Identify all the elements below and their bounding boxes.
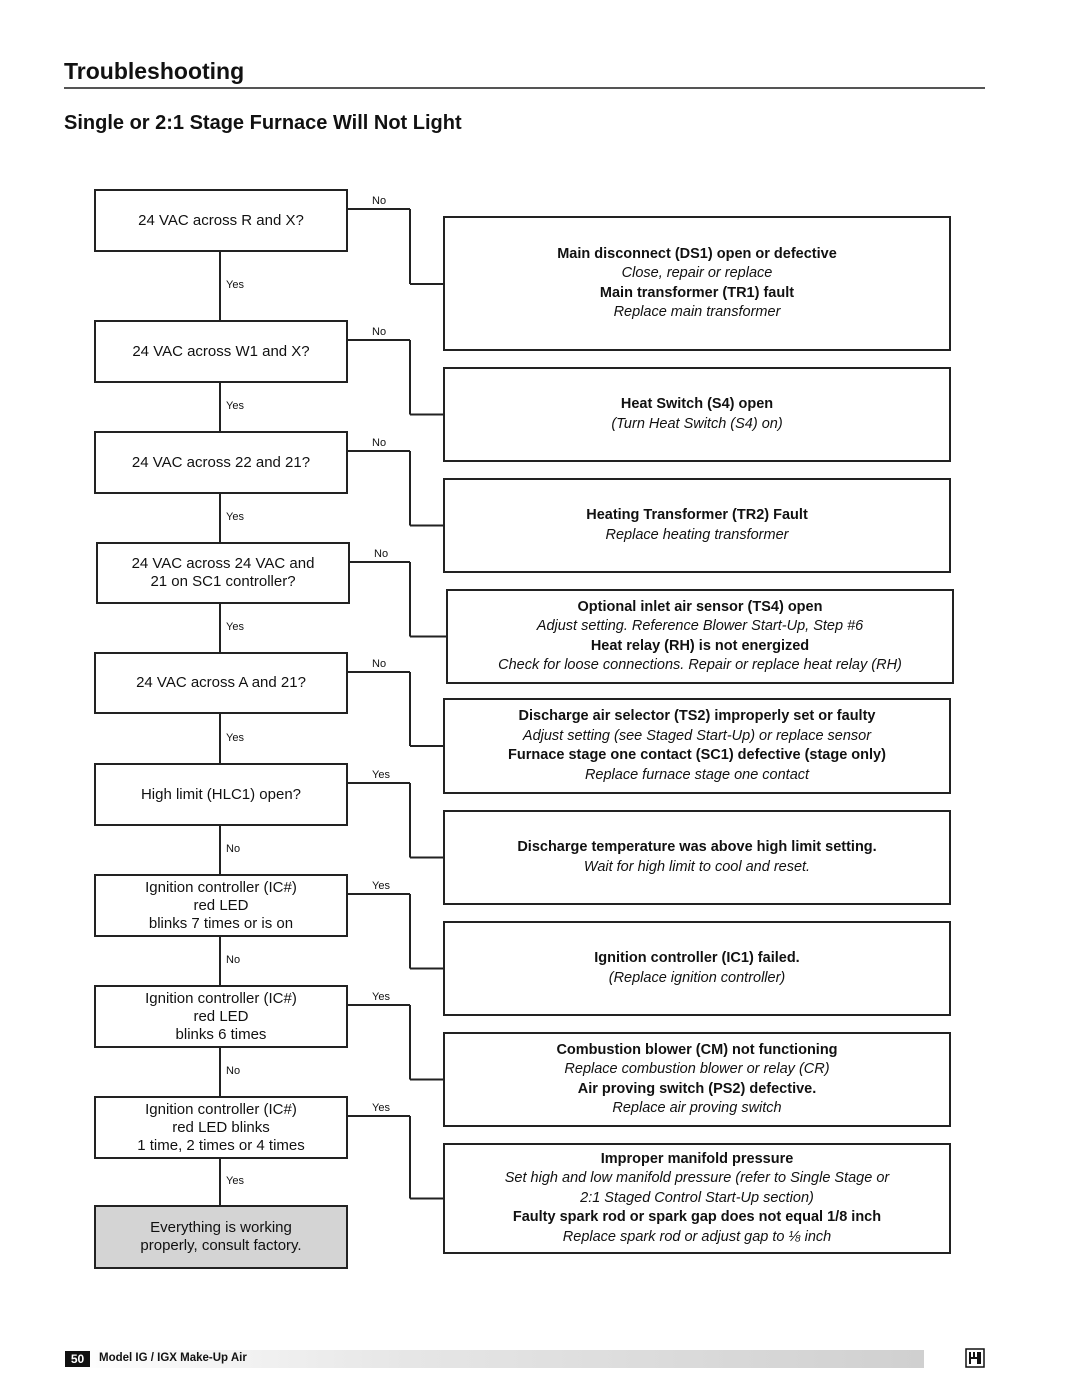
cause-text: Combustion blower (CM) not functioning [556,1041,838,1058]
final-text: Everything is working properly, consult … [140,1219,302,1254]
branch-label: No [372,437,387,449]
question-box: 24 VAC across R and X? [94,189,348,252]
final-box: Everything is working properly, consult … [94,1205,348,1269]
question-text: 24 VAC across W1 and X? [132,342,310,360]
question-box: Ignition controller (IC#) red LED blinks… [94,1096,348,1159]
action-text: Set high and low manifold pressure (refe… [504,1170,890,1206]
question-box: 24 VAC across 22 and 21? [94,431,348,494]
next-label: Yes [226,731,244,744]
cause-text: Main transformer (TR1) fault [599,284,795,301]
next-label: No [226,954,241,966]
action-text: Replace furnace stage one contact [584,766,810,783]
question-box: Ignition controller (IC#) red LED blinks… [94,985,348,1048]
footer-bar [64,1350,924,1368]
question-text: Ignition controller (IC#) red LED blinks… [137,1100,305,1154]
question-text: 24 VAC across 24 VAC and 21 on SC1 contr… [131,555,315,590]
question-text: 24 VAC across 22 and 21? [131,453,311,471]
branch-label: Yes [372,769,390,781]
cause-text: Discharge temperature was above high lim… [517,839,877,855]
cause-text: Discharge air selector (TS2) improperly … [518,708,876,724]
next-label: Yes [226,1175,244,1187]
branch-label: No [372,658,387,670]
action-text: Replace spark rod or adjust gap to ⅛ inc… [562,1228,832,1245]
action-text: Replace air proving switch [612,1100,782,1116]
action-text: Close, repair or replace [621,265,773,281]
answer-box: Ignition controller (IC1) failed. (Replac… [443,921,951,1016]
question-text: Ignition controller (IC#) red LED blinks… [145,878,297,932]
action-text: Adjust setting. Reference Blower Start-U… [536,618,864,634]
page-title: Troubleshooting [64,58,245,84]
answer-box: Heat Switch (S4) open (Turn Heat Switch (… [443,367,951,462]
action-text: Wait for high limit to cool and reset. [583,858,811,875]
next-label: Yes [226,511,244,523]
cause-text: Improper manifold pressure [600,1150,794,1167]
question-text: 24 VAC across R and X? [138,211,304,229]
branch-label: No [372,195,387,207]
action-text: (Turn Heat Switch (S4) on) [611,415,783,432]
branch-label: No [372,326,387,338]
next-label: Yes [226,400,244,412]
cause-text: Ignition controller (IC1) failed. [594,950,800,966]
answer-box: Discharge air selector (TS2) improperly … [443,698,951,794]
action-text: Replace heating transformer [605,526,789,543]
cause-text: Heat Switch (S4) open [620,396,774,412]
section-title: Single or 2:1 Stage Furnace Will Not Lig… [64,112,462,134]
question-text: High limit (HLC1) open? [140,785,302,803]
brand-logo-icon [965,1348,985,1368]
question-box: 24 VAC across 24 VAC and 21 on SC1 contr… [96,542,350,604]
branch-label: Yes [372,991,390,1003]
cause-text: Faulty spark rod or spark gap does not e… [512,1209,882,1226]
cause-text: Main disconnect (DS1) open or defective [557,245,837,262]
next-label: No [226,1065,241,1077]
next-label: No [226,843,241,855]
cause-text: Air proving switch (PS2) defective. [577,1080,817,1097]
question-box: Ignition controller (IC#) red LED blinks… [94,874,348,937]
branch-label: No [374,548,389,560]
next-label: Yes [226,279,244,291]
answer-box: Discharge temperature was above high lim… [443,810,951,905]
action-text: (Replace ignition controller) [608,969,786,986]
next-label: Yes [226,621,244,633]
cause-text: Optional inlet air sensor (TS4) open [577,598,823,615]
cause-text: Furnace stage one contact (SC1) defectiv… [508,747,886,763]
question-text: 24 VAC across A and 21? [136,674,306,691]
question-box: 24 VAC across A and 21? [94,652,348,714]
question-box: High limit (HLC1) open? [94,763,348,826]
action-text: Replace main transformer [613,304,781,320]
footer-model-text: Model IG / IGX Make-Up Air [99,1352,247,1364]
action-text: Check for loose connections. Repair or r… [498,657,902,673]
cause-text: Heating Transformer (TR2) Fault [586,507,808,523]
question-box: 24 VAC across W1 and X? [94,320,348,383]
branch-label: Yes [372,880,390,892]
branch-label: Yes [372,1102,390,1114]
action-text: Replace combustion blower or relay (CR) [564,1061,830,1077]
action-text: Adjust setting (see Staged Start-Up) or … [522,727,872,744]
title-divider [64,87,985,89]
page-number: 50 [65,1351,90,1367]
question-text: Ignition controller (IC#) red LED blinks… [145,989,297,1043]
cause-text: Heat relay (RH) is not energized [590,637,810,654]
